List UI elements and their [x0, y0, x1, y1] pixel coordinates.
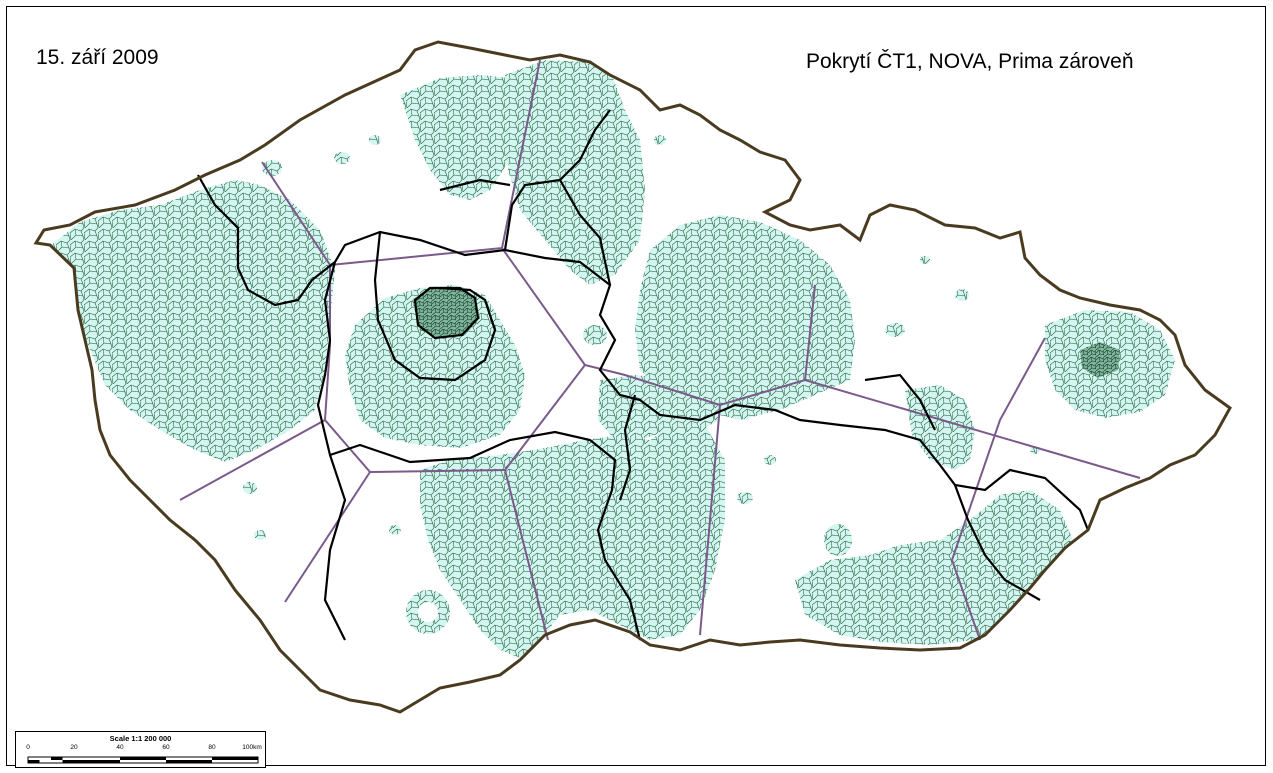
scale-label-60: 60 — [162, 744, 170, 751]
region-borders — [197, 109, 1090, 641]
scale-label-0: 0 — [26, 744, 30, 751]
scale-label-80: 80 — [208, 744, 216, 751]
scale-label-20: 20 — [70, 744, 78, 751]
scale-title: Scale 1:1 200 000 — [109, 734, 172, 743]
map-date: 15. září 2009 — [36, 46, 159, 69]
coverage-layer — [45, 60, 1175, 658]
map-title: Pokrytí ČT1, NOVA, Prima zároveň — [806, 50, 1134, 73]
scale-label-40: 40 — [116, 744, 124, 751]
scale-bar: Scale 1:1 200 000 0 20 40 60 80 100km — [15, 731, 266, 768]
scale-segments — [27, 756, 259, 764]
transmitter-boundaries — [179, 59, 1141, 641]
scale-label-100: 100km — [242, 744, 262, 751]
